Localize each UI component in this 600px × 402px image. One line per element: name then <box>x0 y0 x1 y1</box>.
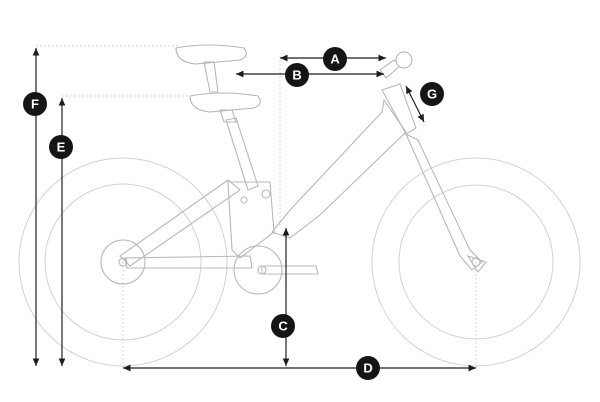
marker-c-label: C <box>278 319 288 334</box>
chain-stay <box>124 255 253 269</box>
marker-d-label: D <box>363 361 372 376</box>
seat-tube <box>225 117 259 191</box>
marker-e-label: E <box>57 140 66 155</box>
head-tube <box>381 83 417 135</box>
rear-tire-inner <box>44 183 202 341</box>
marker-g-label: G <box>427 87 437 102</box>
marker-b-label: B <box>292 68 301 83</box>
marker-b: B <box>285 63 309 87</box>
marker-a: A <box>323 47 347 71</box>
cockpit <box>379 51 413 79</box>
seatpost-high <box>203 61 219 93</box>
marker-g: G <box>420 82 444 106</box>
mid-drive-motor <box>233 245 283 295</box>
down-tube <box>271 98 407 239</box>
crank-arm <box>261 265 319 275</box>
handlebar-grip <box>395 51 413 69</box>
marker-d: D <box>356 356 380 380</box>
dimension-g-line <box>405 85 425 123</box>
marker-a-label: A <box>330 52 340 67</box>
rear-hub-motor <box>100 239 146 285</box>
fork-dropout <box>466 254 487 273</box>
saddle-low <box>189 92 261 123</box>
pivot <box>261 189 271 199</box>
saddle-high <box>175 44 247 93</box>
marker-e: E <box>49 135 73 159</box>
bike-frame <box>119 83 487 295</box>
seat-stay <box>119 179 241 267</box>
rear-suspension-link <box>227 181 275 259</box>
saddle-high-body <box>175 44 247 65</box>
marker-f-label: F <box>31 97 39 112</box>
marker-f: F <box>23 92 47 116</box>
saddle-low-body <box>189 92 261 113</box>
marker-c: C <box>271 314 295 338</box>
seatpost-low <box>219 109 237 123</box>
pivot-lower <box>240 196 248 204</box>
fork <box>404 132 483 271</box>
